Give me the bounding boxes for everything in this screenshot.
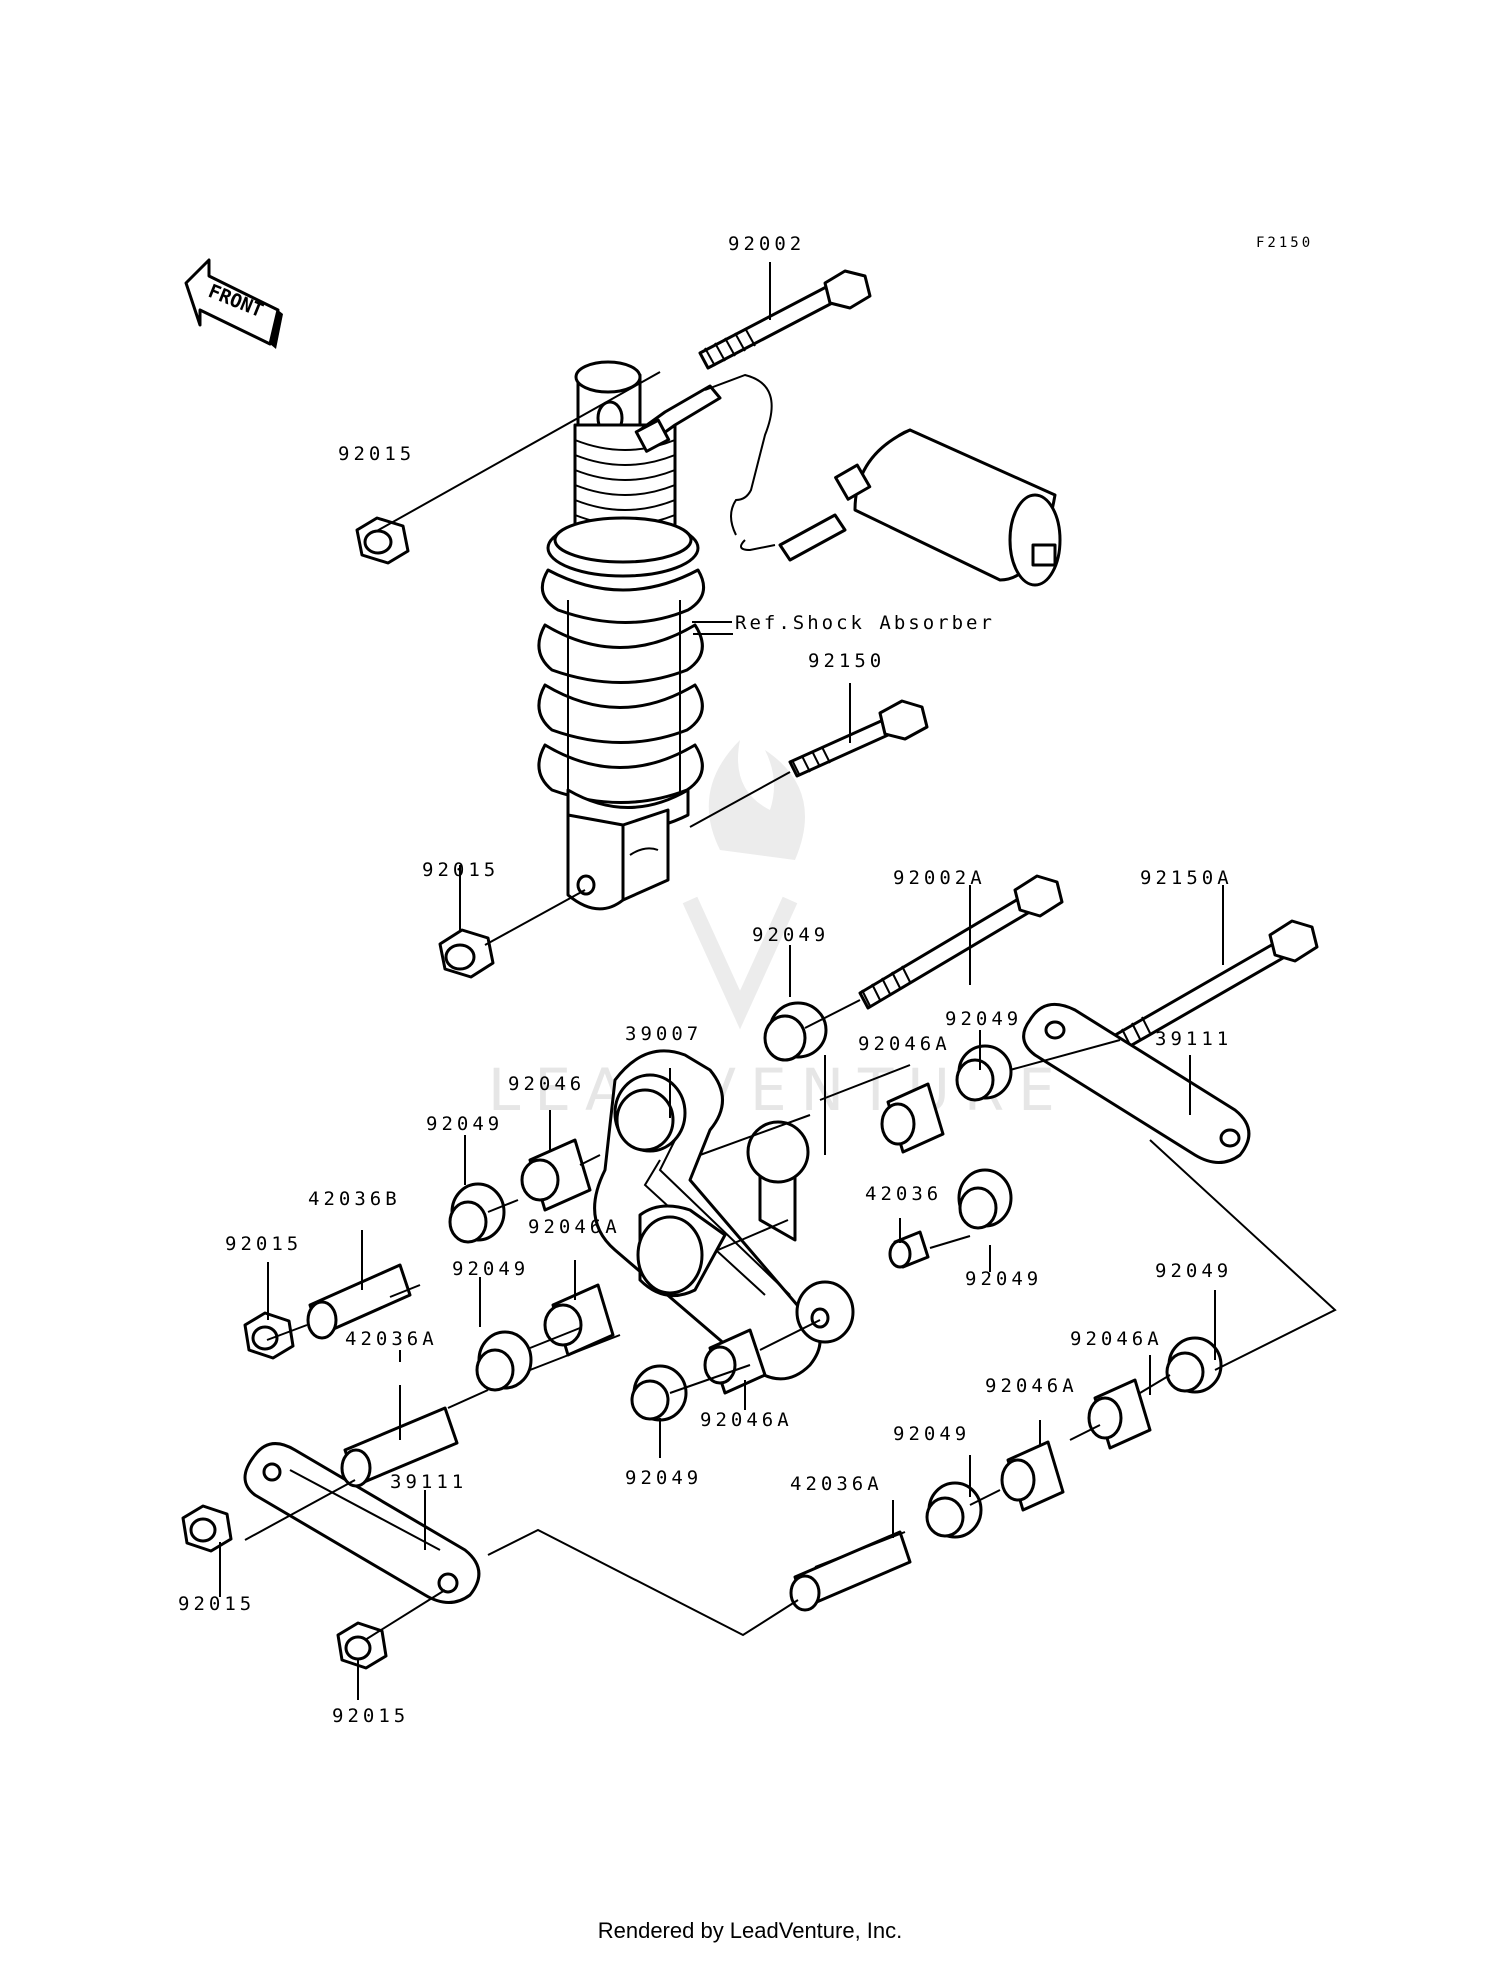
label-92049-d: 92049 [965,1268,1042,1290]
nuts-92015-lower [181,1311,388,1670]
label-92015-bottom-left: 92015 [178,1593,255,1615]
front-arrow-icon: FRONT [184,258,283,349]
label-39007: 39007 [625,1023,702,1045]
label-92015-top: 92015 [338,443,415,465]
link-rod-39111-right [1022,1002,1251,1164]
footer-credit: Rendered by LeadVenture, Inc. [597,1918,903,1943]
shock-absorber [537,360,773,911]
rocker-arm-39007 [593,1049,855,1381]
nut-92015-middle [438,928,495,979]
label-92046A-e: 92046A [700,1409,793,1431]
label-42036A-a: 42036A [345,1328,438,1350]
label-42036: 42036 [865,1183,942,1205]
label-92046: 92046 [508,1073,585,1095]
needle-bearings [520,1082,1152,1512]
label-92015-left: 92015 [225,1233,302,1255]
label-92046A-b: 92046A [528,1216,621,1238]
shock-reservoir [740,428,1062,587]
sleeves [306,1230,930,1612]
label-92002A: 92002A [893,867,986,889]
label-92046A-d: 92046A [985,1375,1078,1397]
link-rod-39111-left [243,1442,481,1604]
label-39111-right: 39111 [1155,1028,1232,1050]
label-92049-e: 92049 [1155,1260,1232,1282]
ref-shock-absorber-label: Ref.Shock Absorber [735,612,995,634]
figure-code: F2150 [1256,235,1313,251]
label-92049-f: 92049 [452,1258,529,1280]
bolt-92150 [788,699,929,778]
label-92049-b: 92049 [945,1008,1022,1030]
collars-92049 [448,1001,1223,1539]
part-labels: 92002 92015 Ref.Shock Absorber 92150 920… [178,233,1233,1727]
bolt-92002 [698,269,872,370]
label-92150A: 92150A [1140,867,1233,889]
nut-92015-upper [355,516,410,565]
label-92002: 92002 [728,233,805,255]
label-42036A-b: 42036A [790,1473,883,1495]
label-92015-bottom: 92015 [332,1705,409,1727]
label-92046A-c: 92046A [1070,1328,1163,1350]
label-42036B: 42036B [308,1188,401,1210]
label-39111-left: 39111 [390,1471,467,1493]
label-92049-c: 92049 [426,1113,503,1135]
leader-lines [219,262,1337,1700]
label-92049-h: 92049 [625,1467,702,1489]
label-92015-mid: 92015 [422,859,499,881]
label-92049-g: 92049 [893,1423,970,1445]
bolt-92002A [858,874,1064,1010]
label-92049-a: 92049 [752,924,829,946]
label-92046A-a: 92046A [858,1033,951,1055]
label-92150: 92150 [808,650,885,672]
